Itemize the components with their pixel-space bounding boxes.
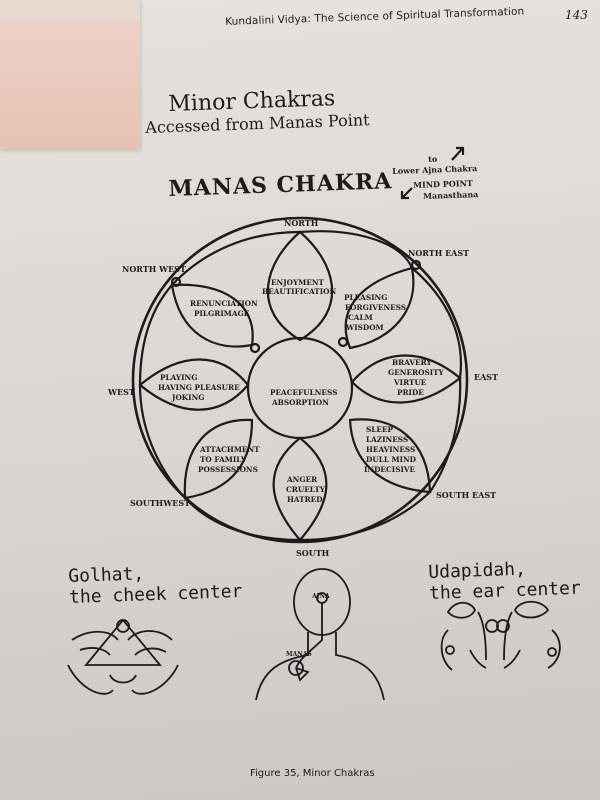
petal-south <box>272 436 328 542</box>
petal-east-line-2: GENEROSITY <box>388 368 445 377</box>
petal-north-east <box>344 266 415 350</box>
petal-south-line-1: ANGER <box>286 475 318 484</box>
petal-south-east-line-2: LAZINESS <box>366 435 408 444</box>
ear-center-drawing <box>440 600 561 671</box>
cheek-center-drawing <box>67 618 179 695</box>
page-number: 143 <box>565 8 588 22</box>
petal-south-east-line-5: INDECISIVE <box>364 465 416 474</box>
figure-caption: Figure 35, Minor Chakras <box>250 768 375 779</box>
dir-west: WEST <box>107 387 135 397</box>
petal-south-east <box>348 418 432 494</box>
dir-north-west: NORTH WEST <box>122 264 186 274</box>
petal-north-line-1: ENJOYMENT <box>271 278 325 287</box>
petal-north-east-line-2: FORGIVENESS <box>345 303 406 312</box>
arrow-down-left-icon <box>401 187 413 199</box>
petal-north-line-2: BEAUTIFICATION <box>262 287 336 296</box>
petal-east-line-1: BRAVERY <box>392 358 432 367</box>
human-figure-drawing <box>255 568 385 701</box>
manas-label: MANAS <box>286 651 312 658</box>
petal-east <box>350 354 462 404</box>
petal-south-west <box>183 418 254 500</box>
petal-north-west-line-2: PILGRIMAGE <box>194 309 250 318</box>
petal-west <box>138 358 250 411</box>
petal-south-east-line-4: DULL MIND <box>366 455 417 464</box>
arrow-up-right-icon <box>451 147 464 161</box>
petal-north <box>266 230 334 342</box>
petal-south-line-3: HATRED <box>287 495 323 504</box>
petal-west-line-2: HAVING PLEASURE <box>158 383 240 392</box>
outer-circle <box>131 216 469 544</box>
petal-south-west-line-3: POSSESSIONS <box>198 465 258 474</box>
ajna-label: AJNA <box>311 593 330 600</box>
petal-south-line-2: CRUELTY <box>286 485 326 494</box>
dir-southwest: SOUTHWEST <box>130 498 190 508</box>
dir-east: EAST <box>474 372 498 382</box>
petal-south-east-line-3: HEAVINESS <box>366 445 415 454</box>
dir-south-east: SOUTH EAST <box>436 490 496 500</box>
petal-north-east-line-4: WISDOM <box>345 323 384 332</box>
petal-east-line-4: PRIDE <box>397 388 424 397</box>
petal-south-east-line-1: SLEEP <box>366 425 394 434</box>
petal-south-west-line-1: ATTACHMENT <box>199 445 260 454</box>
petal-north-west-line-1: RENUNCIATION <box>190 299 258 308</box>
pink-tape <box>0 0 140 150</box>
petal-north-east-line-1: PLEASING <box>344 293 387 302</box>
center-line-2: ABSORPTION <box>271 398 329 407</box>
petal-west-line-1: PLAYING <box>160 373 197 382</box>
petal-north-east-line-3: CALM <box>348 313 373 322</box>
petal-east-line-3: VIRTUE <box>393 378 427 387</box>
petal-west-line-3: JOKING <box>171 393 204 402</box>
center-line-1: PEACEFULNESS <box>270 388 337 397</box>
dir-south: SOUTH <box>296 548 330 558</box>
dir-north: NORTH <box>284 218 319 228</box>
petal-south-west-line-2: TO FAMILY <box>200 455 247 464</box>
dir-north-east: NORTH EAST <box>408 248 469 258</box>
